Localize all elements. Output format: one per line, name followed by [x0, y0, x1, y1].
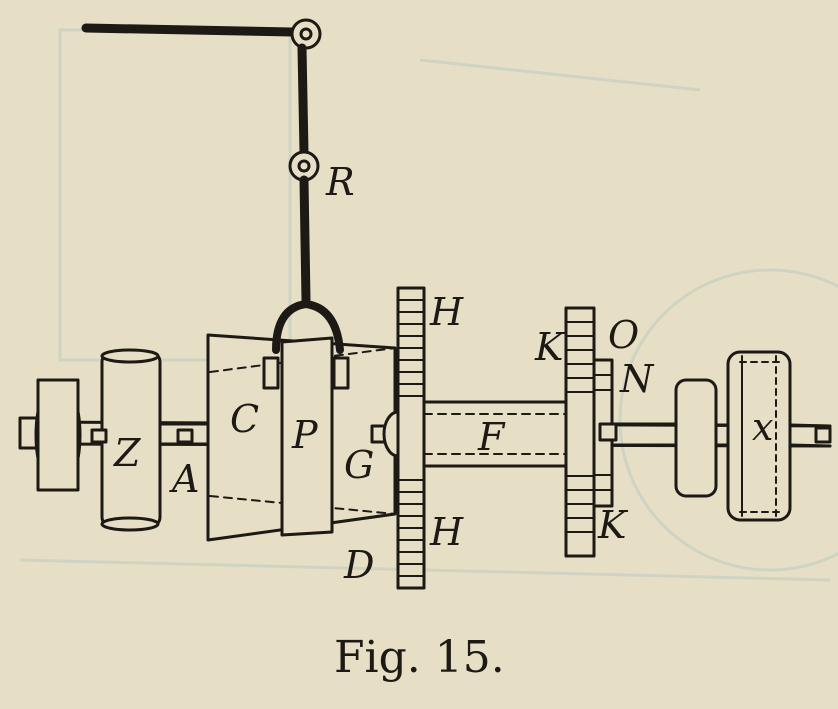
label-o: O [608, 313, 639, 357]
pulley-x [726, 350, 832, 522]
label-f: F [477, 415, 506, 459]
mechanism [18, 18, 832, 590]
label-n: N [619, 357, 655, 401]
sleeve-p [262, 336, 350, 537]
label-c: C [230, 397, 259, 441]
figure-caption: Fig. 15. [334, 632, 505, 683]
label-d: D [343, 543, 374, 587]
label-g: G [344, 443, 374, 487]
pinion-on [592, 358, 618, 508]
label-p: P [291, 413, 319, 457]
label-k-top: K [534, 325, 566, 369]
left-end-collar [18, 378, 82, 492]
label-r: R [325, 160, 355, 204]
label-a: A [169, 457, 199, 501]
gear-k [564, 306, 596, 558]
lever-r [81, 18, 344, 354]
label-z: Z [113, 431, 141, 475]
label-x: x [752, 405, 773, 449]
labels: R H H K K O N C P F G Z A D x [113, 160, 773, 587]
small-pulley [674, 378, 718, 498]
pulley-z [90, 348, 194, 532]
gear-h [396, 286, 426, 590]
sleeve-f [422, 400, 574, 468]
shaft-overlay [158, 422, 832, 448]
label-h-top: H [429, 290, 464, 334]
label-h-bottom: H [429, 510, 464, 554]
label-k-bottom: K [597, 503, 629, 547]
